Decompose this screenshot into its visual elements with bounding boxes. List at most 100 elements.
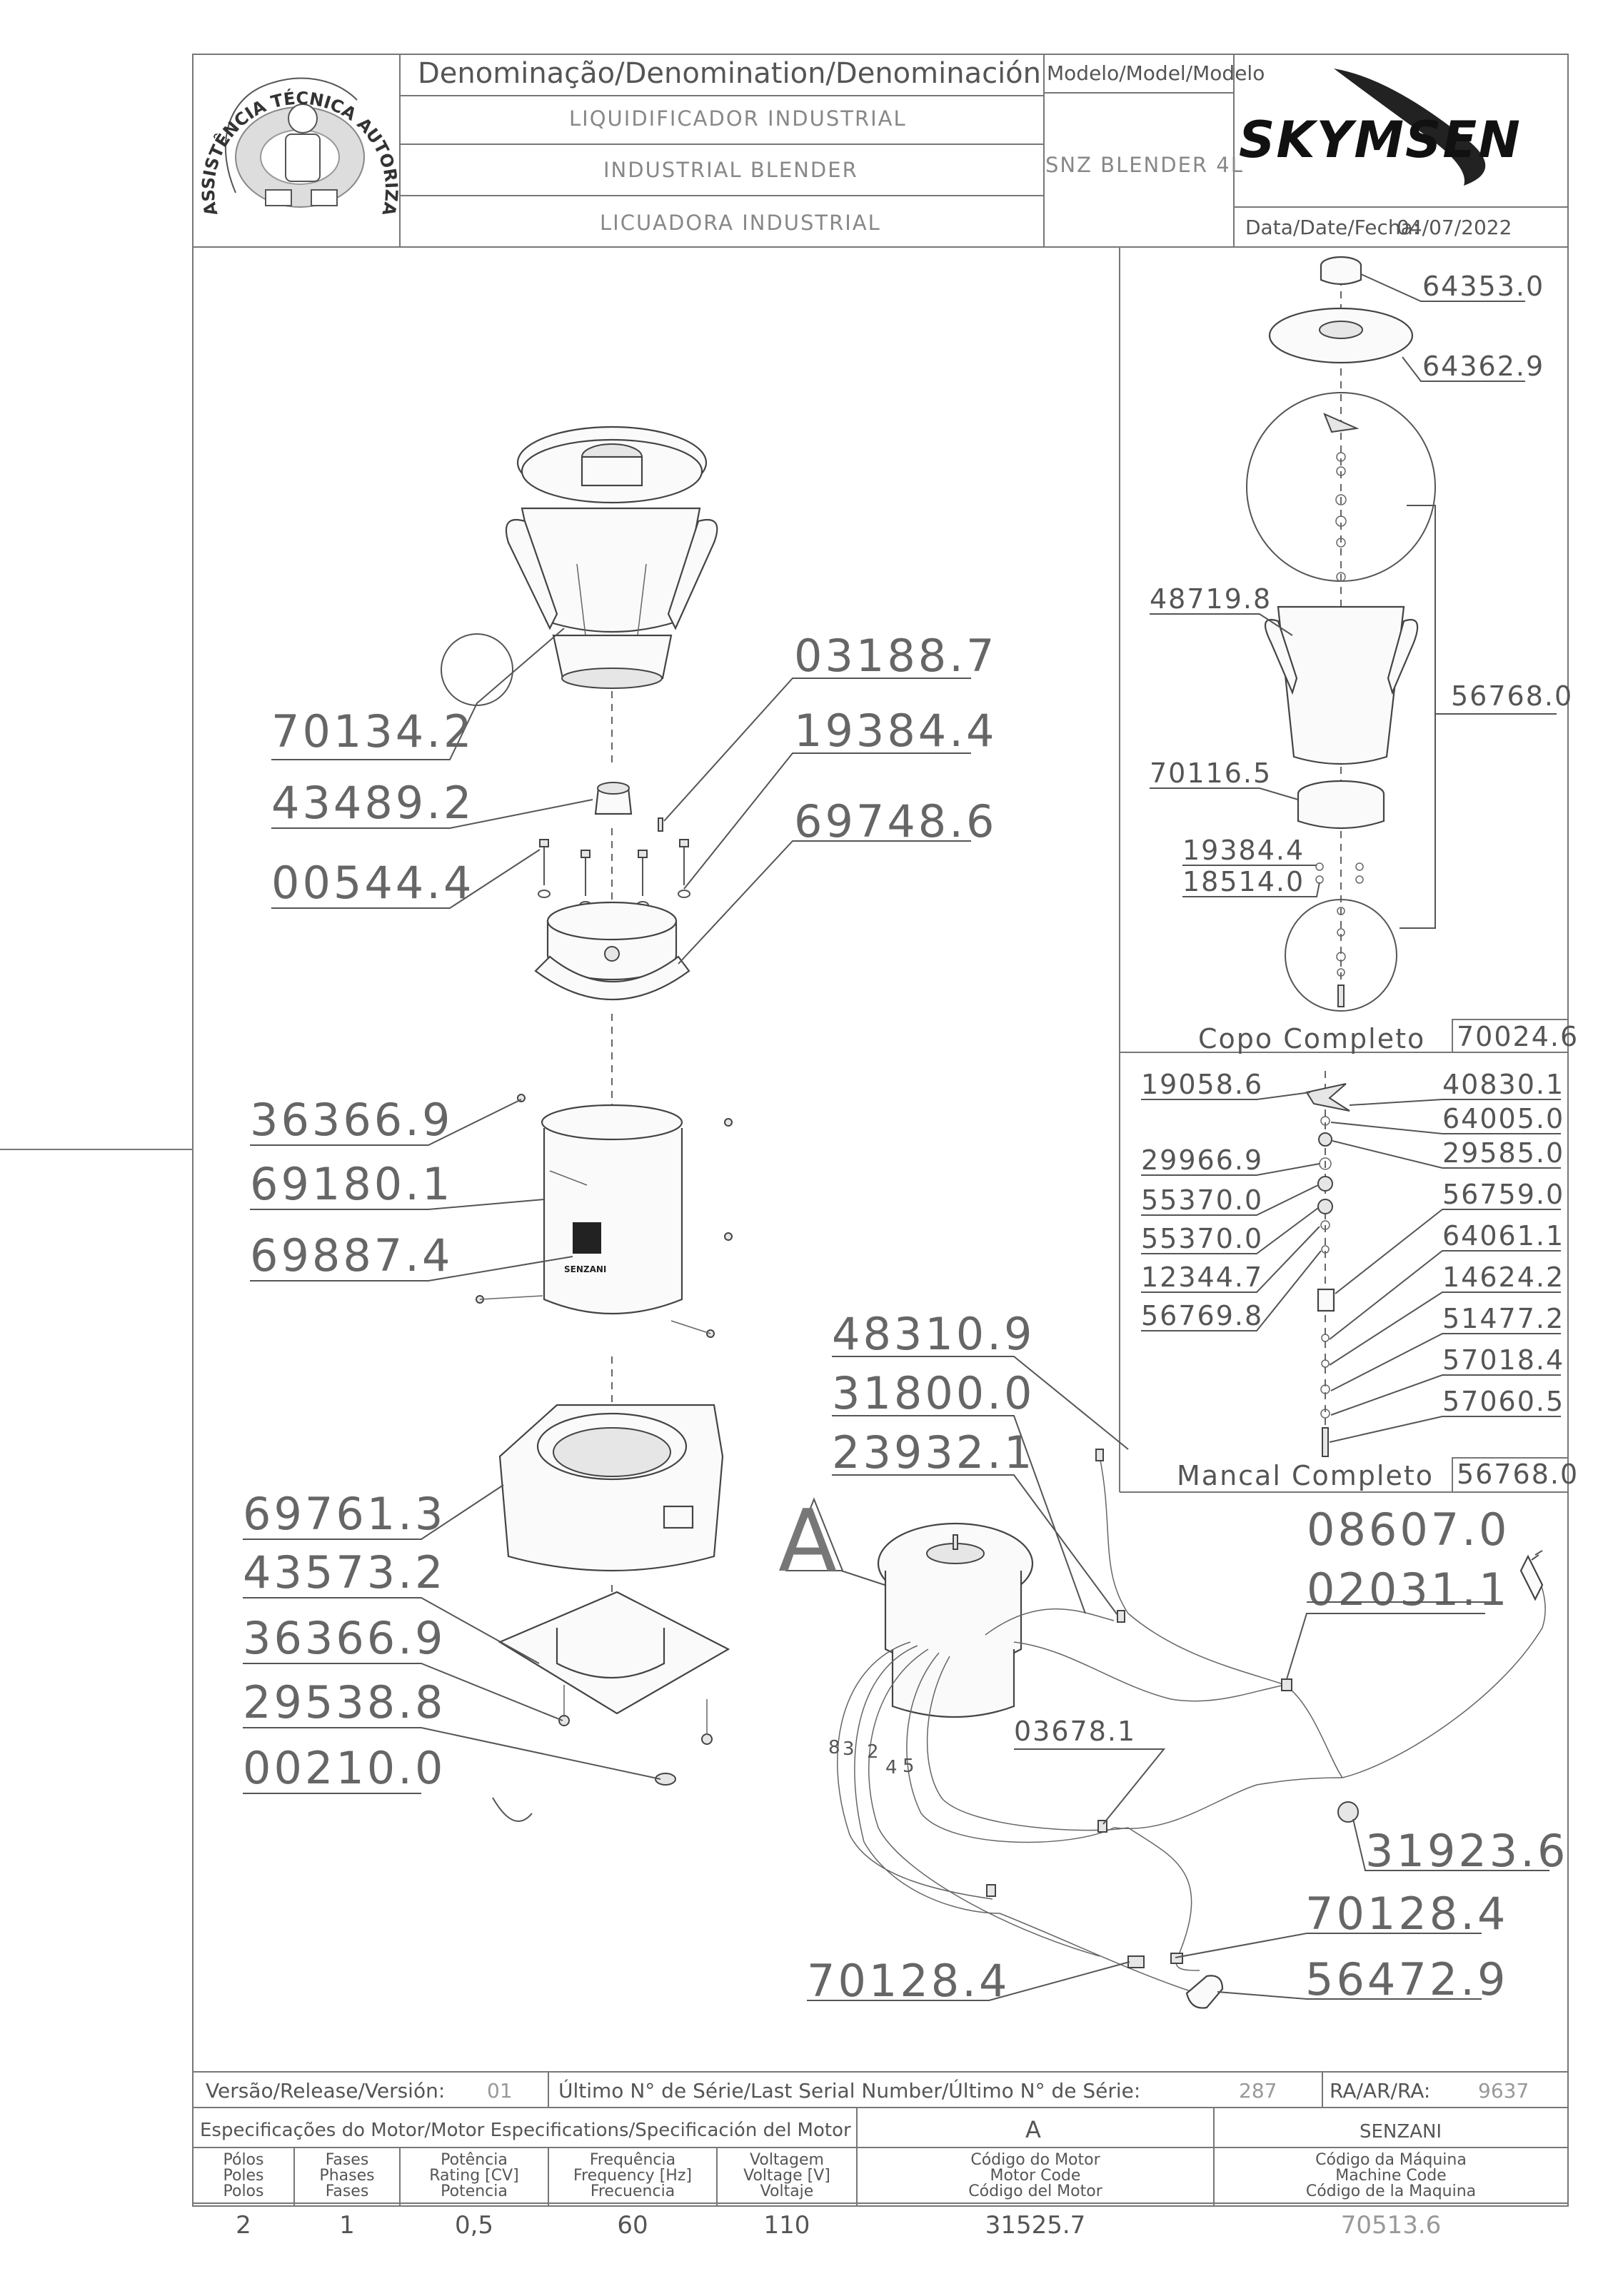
- motor-code-es: Código del Motor: [968, 2182, 1102, 2200]
- date-value: 04/07/2022: [1397, 216, 1512, 239]
- part-70134-label: 70134.2: [271, 705, 474, 757]
- main-exploded-view: 70134.2 43489.2 03188.7 19384.4 00544.4: [243, 426, 997, 1822]
- motor-wires: [837, 1449, 1546, 2009]
- spec-col-motor-code: Código do Motor Motor Code Código del Mo…: [968, 2151, 1102, 2200]
- value-voltage: 110: [764, 2211, 810, 2240]
- mancal-right-3: 29585.0: [1442, 1137, 1564, 1169]
- mancal-right-5: 64061.1: [1442, 1220, 1564, 1252]
- value-frequency: 60: [617, 2211, 648, 2240]
- part-00210-label: 00210.0: [243, 1742, 446, 1794]
- motor-maker: SENZANI: [1360, 2121, 1442, 2143]
- copo-completo-section: 64353.0 64362.9 48719.8 56768.0 70116.5 …: [1150, 256, 1579, 1054]
- jar-base: [534, 901, 690, 1001]
- part-08607-label: 08607.0: [1307, 1504, 1509, 1556]
- phases-es: Fases: [326, 2182, 369, 2200]
- clip-part: [492, 1797, 533, 1822]
- voltage-es: Voltaje: [760, 2182, 814, 2200]
- voltage-en: Voltage [V]: [743, 2167, 830, 2185]
- poles-pt: Pólos: [223, 2151, 264, 2169]
- callout-bubble: [441, 633, 513, 706]
- mancal-right-4: 56759.0: [1442, 1179, 1564, 1210]
- serial-value: 287: [1239, 2079, 1277, 2103]
- motor-wiring-view: A: [778, 1308, 1568, 2009]
- rating-es: Potencia: [441, 2182, 508, 2200]
- base-plate: [498, 1591, 730, 1786]
- motor-code-en: Motor Code: [990, 2167, 1081, 2185]
- drawing-frame: [0, 54, 1569, 2207]
- ra-label: RA/AR/RA:: [1330, 2079, 1430, 2103]
- blender-base: [498, 1404, 724, 1572]
- copo-48719-label: 48719.8: [1150, 583, 1272, 615]
- part-69180-label: 69180.1: [250, 1158, 453, 1210]
- mounting-screws: [538, 839, 690, 910]
- part-36366-a-label: 36366.9: [250, 1094, 453, 1146]
- motor-code-pt: Código do Motor: [970, 2151, 1100, 2169]
- part-70128-left-label: 70128.4: [807, 1955, 1010, 2007]
- part-03678-label: 03678.1: [1014, 1716, 1136, 1747]
- part-31923-label: 31923.6: [1365, 1825, 1568, 1877]
- mancal-left-5: 12344.7: [1141, 1262, 1263, 1293]
- value-rating: 0,5: [455, 2211, 493, 2240]
- part-69887-label: 69887.4: [250, 1229, 453, 1282]
- motor-spec-label: Especificações do Motor/Motor Especifica…: [200, 2120, 851, 2141]
- power-plug: [1519, 1554, 1544, 1601]
- mancal-right-7: 51477.2: [1442, 1303, 1564, 1334]
- frequency-en: Frequency [Hz]: [573, 2167, 692, 2185]
- machine-code-es: Código de la Maquina: [1306, 2182, 1476, 2200]
- machine-code-pt: Código da Máquina: [1315, 2151, 1467, 2169]
- copo-title: Copo Completo: [1198, 1023, 1425, 1054]
- part-31800-label: 31800.0: [832, 1367, 1035, 1419]
- mancal-right-9: 57060.5: [1442, 1386, 1564, 1417]
- spec-col-rating: Potência Rating [CV] Potencia: [429, 2151, 519, 2200]
- part-43489-label: 43489.2: [271, 777, 474, 829]
- date-label: Data/Date/Fecha:: [1245, 216, 1420, 239]
- part-02031-label: 02031.1: [1307, 1564, 1509, 1616]
- copo-64362-label: 64362.9: [1422, 351, 1544, 382]
- phases-pt: Fases: [326, 2151, 369, 2169]
- mancal-left-4: 55370.0: [1141, 1223, 1263, 1254]
- mancal-right-2: 64005.0: [1442, 1103, 1564, 1134]
- model-label: Modelo/Model/Modelo: [1047, 61, 1265, 85]
- copo-64353-label: 64353.0: [1422, 271, 1544, 302]
- copo-19384-label: 19384.4: [1182, 835, 1305, 866]
- mancal-left-1: 19058.6: [1141, 1069, 1263, 1100]
- frequency-pt: Frequência: [590, 2151, 675, 2169]
- drive-coupling: [594, 782, 663, 832]
- spec-col-phases: Fases Phases Fases: [319, 2151, 374, 2200]
- mancal-completo-section: 19058.6 29966.9 55370.0 55370.0 12344.7 …: [1141, 1069, 1579, 1491]
- frequency-es: Frecuencia: [591, 2182, 675, 2200]
- mancal-left-2: 29966.9: [1141, 1144, 1263, 1176]
- part-69748-label: 69748.6: [794, 795, 997, 847]
- name-es: LICUADORA INDUSTRIAL: [600, 211, 881, 235]
- section-letter-a: A: [778, 1492, 837, 1591]
- brand-name: SKYMSEN: [1239, 111, 1522, 169]
- wire-number-2: 2: [867, 1741, 879, 1763]
- ra-value: 9637: [1478, 2079, 1529, 2103]
- mancal-left-6: 56769.8: [1141, 1300, 1263, 1331]
- mancal-code: 56768.0: [1457, 1459, 1579, 1490]
- version-label: Versão/Release/Versión:: [206, 2079, 445, 2103]
- wire-number-4: 4: [885, 1757, 898, 1778]
- motor-unit: [877, 1522, 1034, 1718]
- value-poles: 2: [236, 2211, 251, 2240]
- part-56472-label: 56472.9: [1305, 1953, 1508, 2005]
- copo-code: 70024.6: [1457, 1021, 1579, 1052]
- value-motor-code: 31525.7: [985, 2211, 1086, 2240]
- wire-number-5: 5: [903, 1756, 915, 1777]
- copo-70116-label: 70116.5: [1150, 757, 1272, 789]
- mancal-right-8: 57018.4: [1442, 1344, 1564, 1376]
- part-03188-label: 03188.7: [794, 630, 997, 682]
- skymsen-logo: SKYMSEN: [1239, 69, 1522, 186]
- housing-brand-text: SENZANI: [564, 1264, 606, 1274]
- name-en: INDUSTRIAL BLENDER: [603, 158, 858, 182]
- copo-18514-label: 18514.0: [1182, 866, 1305, 897]
- value-phases: 1: [339, 2211, 355, 2240]
- part-69761-label: 69761.3: [243, 1488, 446, 1540]
- spec-footer: Versão/Release/Versión: 01 Último N° de …: [193, 2078, 1568, 2240]
- spec-col-voltage: Voltagem Voltage [V] Voltaje: [743, 2151, 830, 2200]
- phases-en: Phases: [319, 2167, 374, 2185]
- spec-col-frequency: Frequência Frequency [Hz] Frecuencia: [573, 2151, 692, 2200]
- header-block: ASSISTÊNCIA TÉCNICA AUTORIZADA Denominaç…: [0, 0, 1522, 239]
- poles-es: Polos: [223, 2182, 264, 2200]
